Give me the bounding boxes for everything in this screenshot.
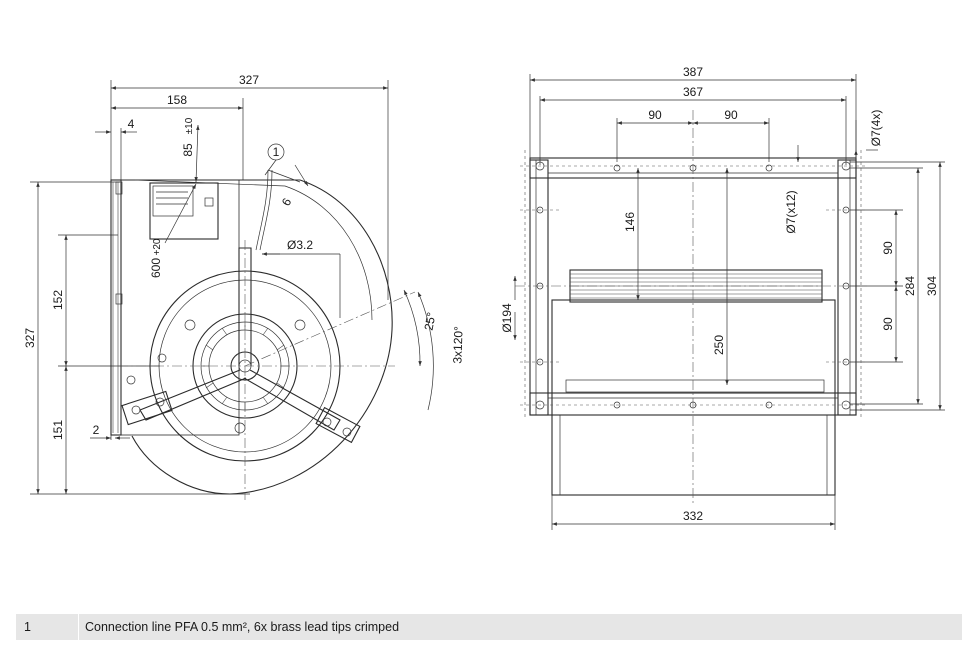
dim-lead-length-tol: ±10	[184, 117, 195, 134]
dim-front-overall-width: 387	[683, 65, 703, 79]
callout-1: 1	[273, 145, 280, 159]
legend-item-number: 1	[24, 620, 31, 634]
dim-housing-width: 332	[683, 509, 703, 523]
dim-inlet-dia: Ø194	[500, 303, 514, 333]
dim-pattern: 3x120°	[450, 326, 465, 364]
front-view: 387 367 90 90 Ø7(4x) Ø7(x12) 146 Ø194 25…	[500, 65, 945, 530]
dim-lead-length: 85	[181, 143, 195, 157]
technical-drawing: 327 158 4 85 ±10 600 +20 1 6 Ø3.2 25° 3x…	[23, 65, 945, 530]
dim-pitch-top: 90	[881, 241, 895, 255]
dim-front-inner-width: 367	[683, 85, 703, 99]
dim-lead-loop: 600	[149, 258, 163, 278]
dim-hole-side: Ø7(x12)	[784, 190, 798, 233]
dim-hole-dia: Ø3.2	[287, 238, 313, 252]
dim-height-304: 304	[925, 276, 939, 296]
legend-row: 1 Connection line PFA 0.5 mm², 6x brass …	[16, 614, 962, 640]
dim-overall-width: 327	[239, 73, 259, 87]
dim-base-offset: 2	[93, 423, 100, 437]
dim-angle: 25°	[422, 311, 439, 332]
dim-pitch-left: 90	[648, 108, 662, 122]
dim-lead-exit: 6	[279, 195, 295, 208]
dim-upper-height: 152	[51, 290, 65, 310]
dim-depth-250: 250	[712, 335, 726, 355]
dim-depth-146: 146	[623, 212, 637, 232]
dim-flange-offset: 4	[128, 117, 135, 131]
side-view: 327 158 4 85 ±10 600 +20 1 6 Ø3.2 25° 3x…	[23, 73, 466, 500]
dim-hole-corner: Ø7(4x)	[869, 110, 883, 147]
dim-height-284: 284	[903, 276, 917, 296]
dim-pitch-right: 90	[724, 108, 738, 122]
dim-overall-height: 327	[23, 328, 37, 348]
dim-half-width: 158	[167, 93, 187, 107]
legend-separator	[78, 614, 79, 640]
dim-pitch-bottom: 90	[881, 317, 895, 331]
dim-lead-loop-tol: +20	[152, 238, 163, 255]
legend-item-text: Connection line PFA 0.5 mm², 6x brass le…	[85, 620, 400, 634]
dim-lower-height: 151	[51, 420, 65, 440]
